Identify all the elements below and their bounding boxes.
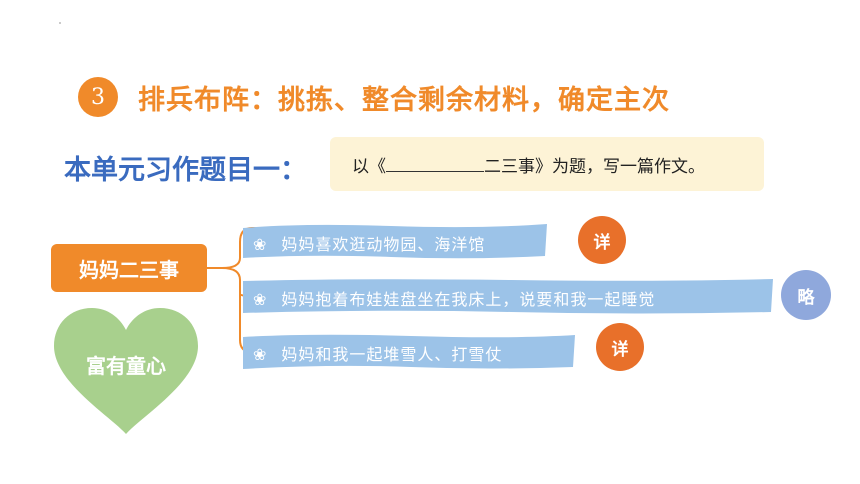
material-text: 妈妈喜欢逛动物园、海洋馆	[281, 235, 486, 254]
banner-shape	[243, 334, 575, 369]
banner-shape	[243, 279, 773, 314]
main-topic-node: 妈妈二三事	[51, 244, 207, 292]
assignment-topic-text: 以《 二三事》为题，写一篇作文。	[352, 152, 705, 177]
topic-suffix: 二三事》为题，写一篇作文。	[484, 157, 705, 177]
step-title: 排兵布阵：挑拣、整合剩余材料，确定主次	[138, 85, 670, 116]
material-banner-3: ❀ 妈妈和我一起堆雪人、打雪仗	[241, 332, 577, 370]
heart-shape	[54, 308, 198, 434]
trait-label: 富有童心	[86, 354, 166, 378]
assignment-label: 本单元习作题目一：	[64, 155, 307, 186]
assignment-topic-box: 以《 二三事》为题，写一篇作文。	[330, 137, 764, 191]
detail-badge-1: 详	[578, 216, 626, 264]
detail-badge-2: 详	[596, 323, 644, 371]
material-item-3: ❀ 妈妈和我一起堆雪人、打雪仗	[253, 341, 502, 365]
material-banner-2: ❀ 妈妈抱着布娃娃盘坐在我床上，说要和我一起睡觉	[241, 277, 775, 315]
material-item-2: ❀ 妈妈抱着布娃娃盘坐在我床上，说要和我一起睡觉	[253, 286, 655, 310]
material-text: 妈妈和我一起堆雪人、打雪仗	[281, 345, 503, 364]
topic-blank-line	[386, 155, 484, 172]
topic-prefix: 以《	[352, 157, 386, 177]
brief-badge: 略	[781, 270, 831, 320]
flower-icon: ❀	[253, 290, 268, 309]
material-text: 妈妈抱着布娃娃盘坐在我床上，说要和我一起睡觉	[281, 290, 656, 309]
banner-shape	[243, 224, 547, 259]
material-item-1: ❀ 妈妈喜欢逛动物园、海洋馆	[253, 231, 485, 255]
decor-dot	[59, 22, 61, 24]
flower-icon: ❀	[253, 345, 268, 364]
step-number-badge: 3	[78, 77, 118, 117]
flower-icon: ❀	[253, 235, 268, 254]
material-banner-1: ❀ 妈妈喜欢逛动物园、海洋馆	[241, 222, 549, 260]
